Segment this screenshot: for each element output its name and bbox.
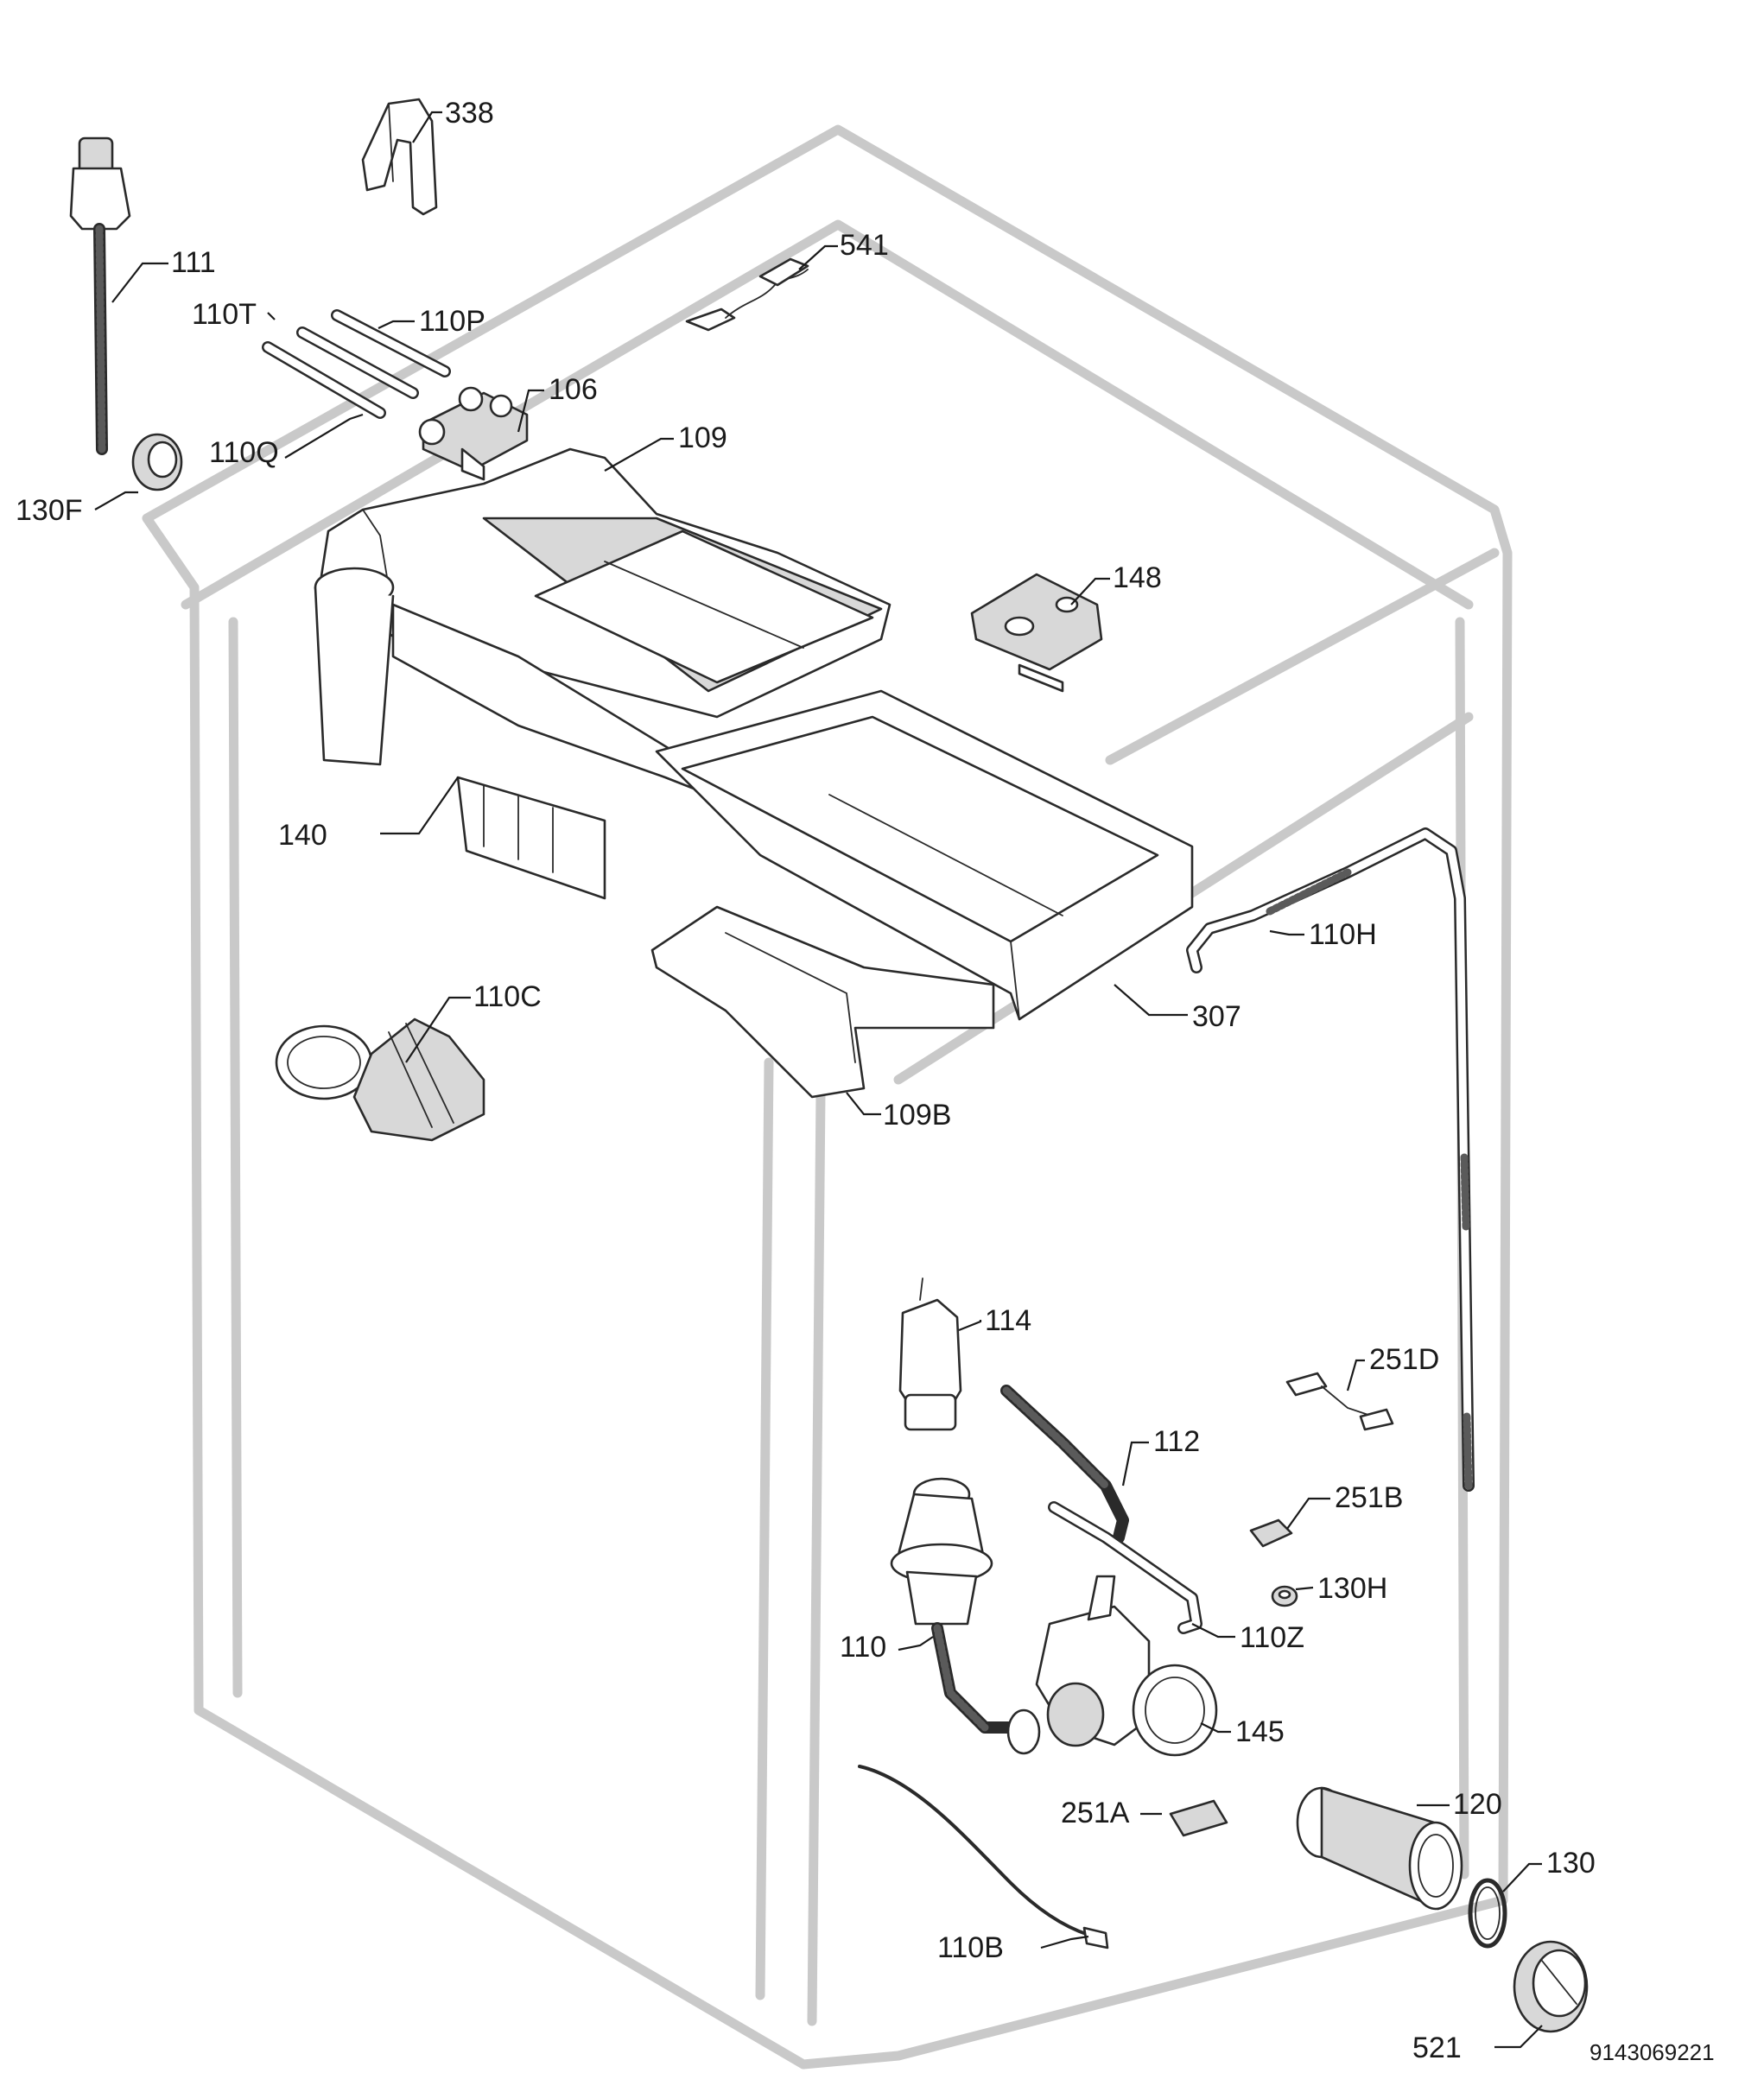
label-110H: 110H bbox=[1309, 918, 1377, 951]
label-110: 110 bbox=[840, 1631, 886, 1664]
part-111-inlet-hose bbox=[69, 136, 131, 455]
part-251B-clip bbox=[1249, 1518, 1293, 1548]
part-521-filter-cap bbox=[1513, 1940, 1589, 2033]
label-130F: 130F bbox=[16, 494, 83, 527]
part-109B-channel bbox=[650, 905, 995, 1099]
part-307-dispenser-tray bbox=[655, 689, 1194, 1021]
part-145-drain-pump bbox=[1035, 1575, 1218, 1757]
label-109: 109 bbox=[678, 422, 727, 454]
label-110P: 110P bbox=[419, 305, 485, 338]
leader-lines bbox=[94, 111, 1543, 2049]
part-338-hose-guide bbox=[361, 98, 438, 216]
part-130F-plug bbox=[131, 433, 183, 491]
label-338: 338 bbox=[445, 97, 494, 130]
label-106: 106 bbox=[549, 373, 598, 406]
part-148-handle bbox=[970, 573, 1103, 693]
label-307: 307 bbox=[1192, 1000, 1241, 1033]
part-106-inlet-valve bbox=[418, 386, 529, 481]
part-541-wiring bbox=[685, 257, 809, 332]
label-521: 521 bbox=[1412, 2032, 1462, 2064]
label-130: 130 bbox=[1546, 1847, 1596, 1880]
part-251A-clip bbox=[1169, 1799, 1228, 1837]
part-114-air-chamber bbox=[898, 1277, 962, 1431]
label-110Q: 110Q bbox=[209, 436, 279, 469]
label-130H: 130H bbox=[1317, 1572, 1387, 1605]
part-130H-grommet bbox=[1271, 1585, 1298, 1607]
label-112: 112 bbox=[1153, 1425, 1200, 1458]
part-251D-connector bbox=[1285, 1372, 1394, 1431]
part-109-dispenser-housing bbox=[318, 447, 892, 719]
label-120: 120 bbox=[1453, 1788, 1502, 1821]
part-110-tubes bbox=[262, 309, 451, 419]
label-111: 111 bbox=[171, 246, 216, 279]
part-labels: 338 541 111 110T 110P 106 110Q 109 130F … bbox=[16, 97, 1715, 2065]
part-110H-drain-hose bbox=[1186, 827, 1475, 1492]
document-number: 9143069221 bbox=[1590, 2039, 1715, 2065]
label-109B: 109B bbox=[883, 1099, 951, 1132]
label-148: 148 bbox=[1113, 561, 1162, 594]
label-110C: 110C bbox=[473, 980, 542, 1013]
label-251D: 251D bbox=[1369, 1343, 1439, 1376]
label-145: 145 bbox=[1235, 1715, 1285, 1748]
label-110B: 110B bbox=[937, 1931, 1004, 1964]
cabinet-outline bbox=[142, 124, 1513, 2070]
label-110Z: 110Z bbox=[1240, 1621, 1304, 1654]
label-251A: 251A bbox=[1061, 1797, 1130, 1829]
label-114: 114 bbox=[985, 1304, 1031, 1337]
label-140: 140 bbox=[278, 819, 327, 852]
part-130-seal-ring bbox=[1468, 1878, 1507, 1949]
part-110C-bellows bbox=[275, 1017, 485, 1142]
label-251B: 251B bbox=[1335, 1481, 1403, 1514]
part-110-sump-hose bbox=[890, 1477, 1041, 1755]
part-120-pump-filter bbox=[1296, 1786, 1463, 1911]
label-541: 541 bbox=[840, 229, 889, 262]
part-110B-cable bbox=[858, 1765, 1109, 1949]
part-112-drain-hose bbox=[1000, 1385, 1129, 1544]
label-110T: 110T bbox=[192, 298, 257, 331]
